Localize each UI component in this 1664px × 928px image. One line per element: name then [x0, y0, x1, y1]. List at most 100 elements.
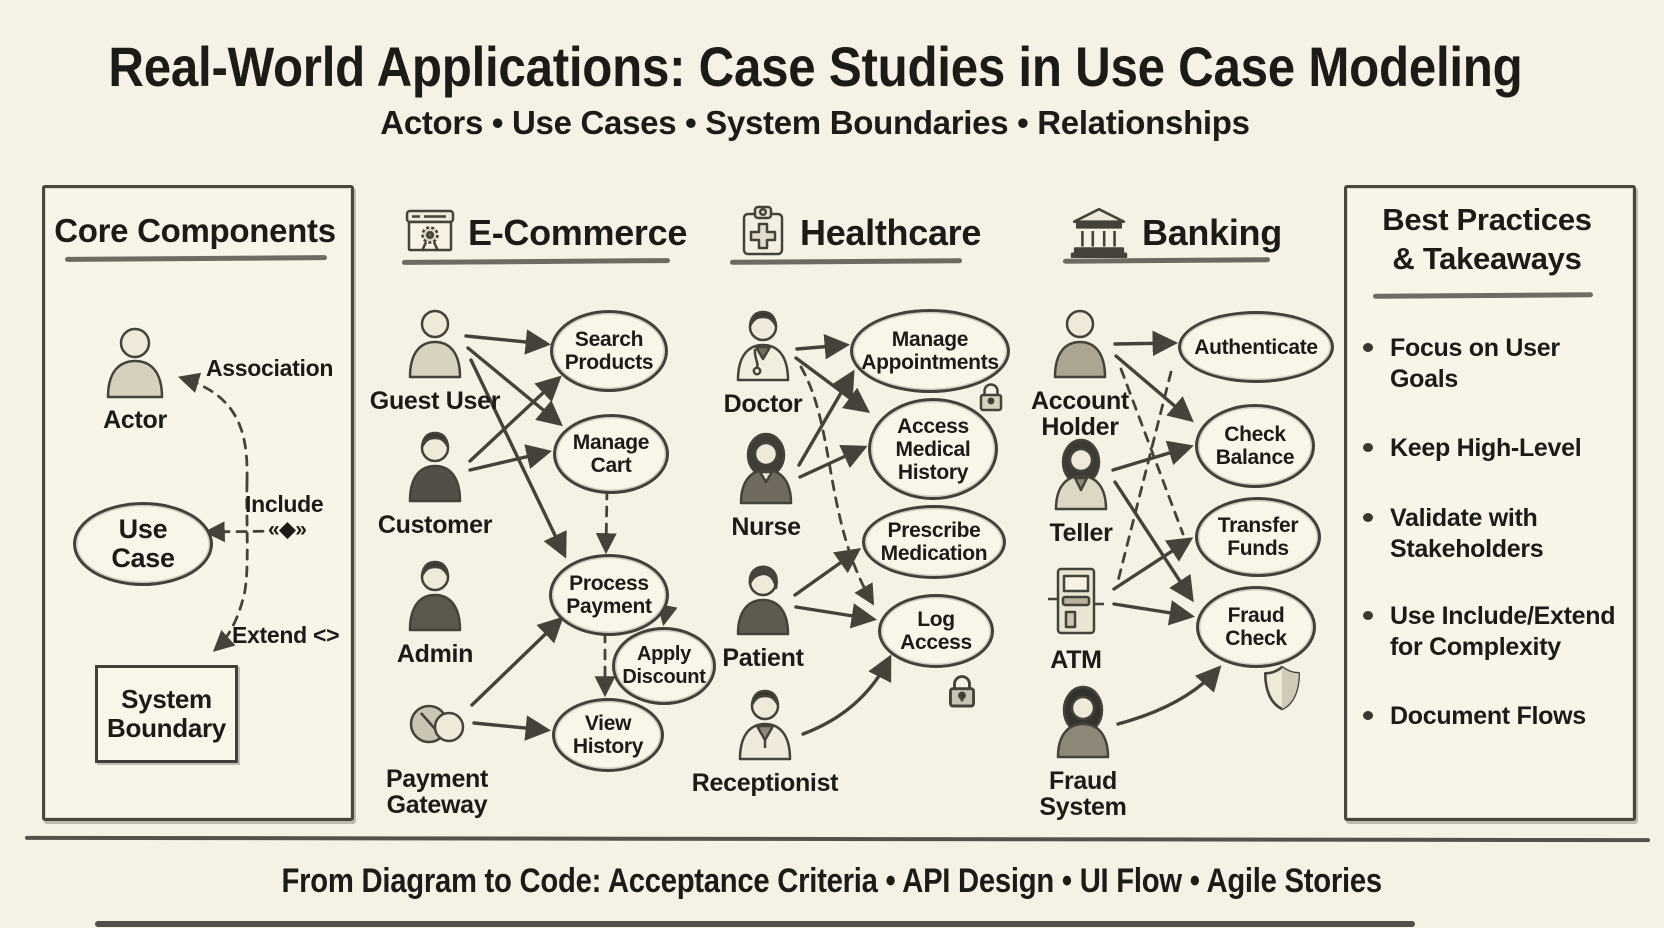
best-practice-item: Keep High-Level	[1390, 434, 1582, 462]
use-case-ellipse: Use Case	[73, 502, 213, 586]
actor-guest-user: Guest User	[355, 304, 515, 414]
actor-label: Customer	[377, 511, 493, 539]
use-case-log-access: Log Access	[878, 594, 994, 668]
arrow-guest-payment	[469, 358, 567, 559]
use-case-apply-discount: Apply Discount	[612, 627, 716, 705]
bank-building-icon	[1070, 207, 1128, 258]
customer-icon	[408, 431, 462, 503]
page-subtitle: Actors • Use Cases • System Boundaries •…	[380, 104, 1250, 141]
arrow-patient-prescribe	[793, 548, 862, 597]
lock-icon	[979, 383, 1003, 412]
arrow-customer-search	[468, 375, 562, 463]
actor-customer: Customer	[355, 428, 515, 538]
include-symbol: «◆»	[268, 517, 328, 542]
actor-doctor: Doctor	[683, 307, 843, 417]
arrow-patient-log	[794, 603, 878, 629]
actor-label: Guest User	[369, 387, 501, 415]
shield-icon	[1263, 665, 1301, 711]
actor-label: ATM	[1050, 646, 1102, 674]
use-case-search-products: Search Products	[550, 310, 668, 392]
payment-gateway-icon	[409, 704, 465, 744]
include-arrow	[203, 521, 282, 543]
include-label: Include	[245, 491, 324, 517]
arrow-receptionist-log	[801, 654, 892, 736]
extend-arrow	[212, 480, 249, 652]
actor-label: Teller	[1049, 519, 1113, 547]
use-case-transfer-funds: Transfer Funds	[1195, 497, 1321, 577]
bullet-dot	[1363, 443, 1373, 452]
actor-fraud-system: Fraud System	[1003, 684, 1163, 820]
arrow-atm-transfer	[1112, 537, 1194, 591]
arrow-holder-balance	[1114, 354, 1194, 423]
actor-generic: Actor	[55, 323, 215, 433]
actor-teller: Teller	[1001, 436, 1161, 546]
patient-icon	[736, 565, 790, 636]
nurse-icon	[739, 432, 793, 505]
include-doctor-log	[799, 365, 875, 606]
admin-icon	[408, 560, 462, 632]
bullet-dot	[1363, 611, 1373, 620]
guest-user-icon	[408, 309, 462, 379]
storefront-seal-icon	[405, 209, 455, 252]
association-label: Association	[206, 355, 334, 381]
teller-icon	[1054, 438, 1108, 511]
actor-receptionist: Receptionist	[685, 686, 845, 796]
arrow-atm-fraud	[1112, 600, 1196, 626]
include-transfer-authenticate	[1119, 367, 1185, 536]
core-panel-title: Core Components	[54, 212, 336, 249]
arrow-teller-fraud	[1113, 480, 1194, 603]
use-case-manage-cart: Manage Cart	[553, 414, 669, 494]
arrow-guest-cart	[466, 346, 563, 427]
account-holder-icon	[1053, 309, 1107, 379]
fraud-system-icon	[1056, 685, 1110, 759]
bullet-dot	[1363, 513, 1373, 522]
actor-nurse: Nurse	[686, 430, 846, 540]
best-practice-item: Document Flows	[1390, 702, 1586, 730]
arrow-customer-cart	[468, 444, 552, 472]
arrow-guest-search	[464, 329, 552, 355]
use-case-manage-appointments: Manage Appointments	[850, 309, 1010, 393]
column-title-banking: Banking	[1142, 212, 1282, 253]
actor-atm: ATM	[996, 563, 1156, 673]
actor-label: Payment Gateway	[385, 765, 489, 819]
use-case-authenticate: Authenticate	[1178, 311, 1334, 383]
use-case-check-balance: Check Balance	[1195, 404, 1315, 488]
lock-icon	[949, 675, 975, 708]
include-cart-payment	[595, 488, 617, 555]
use-case-view-history: View History	[552, 698, 664, 772]
actor-admin: Admin	[355, 557, 515, 667]
system-boundary-box: System Boundary	[95, 665, 238, 763]
actor-label: Doctor	[723, 390, 803, 418]
actor-label: Fraud System	[1039, 767, 1127, 821]
arrow-gateway-payment	[470, 616, 564, 707]
atm-machine-icon	[1048, 567, 1104, 635]
best-practice-item: Use Include/Extend for Complexity	[1390, 602, 1616, 661]
footer-text: From Diagram to Code: Acceptance Criteri…	[281, 862, 1383, 900]
best-practice-item: Focus on User Goals	[1390, 334, 1560, 393]
actor-label: Account Holder	[1031, 387, 1129, 441]
actor-label: Receptionist	[691, 769, 839, 797]
best-practices-panel	[1344, 185, 1636, 821]
receptionist-icon	[738, 689, 792, 761]
bullet-dot	[1363, 711, 1373, 720]
column-title-healthcare: Healthcare	[800, 212, 982, 253]
actor-label: Patient	[722, 644, 804, 672]
arrow-nurse-appointments	[797, 369, 855, 467]
arrow-doctor-appointments	[795, 333, 851, 360]
use-case-access-medical-history: Access Medical History	[868, 398, 998, 500]
actor-label: Nurse	[731, 513, 801, 541]
arrow-gateway-history	[472, 715, 552, 741]
column-title-ecommerce: E-Commerce	[468, 212, 688, 253]
medical-clipboard-icon	[742, 205, 784, 256]
use-case-prescribe-medication: Prescribe Medication	[862, 505, 1006, 579]
use-case-fraud-check: Fraud Check	[1196, 586, 1316, 668]
doctor-icon	[736, 310, 790, 382]
actor-person-icon	[106, 327, 164, 399]
best-practices-title: Best Practices & Takeaways	[1382, 202, 1592, 276]
actor-payment-gateway: Payment Gateway	[357, 682, 517, 818]
actor-label: Actor	[103, 406, 167, 434]
bottom-edge-line	[95, 921, 1415, 927]
extend-label: Extend <>	[232, 622, 340, 648]
